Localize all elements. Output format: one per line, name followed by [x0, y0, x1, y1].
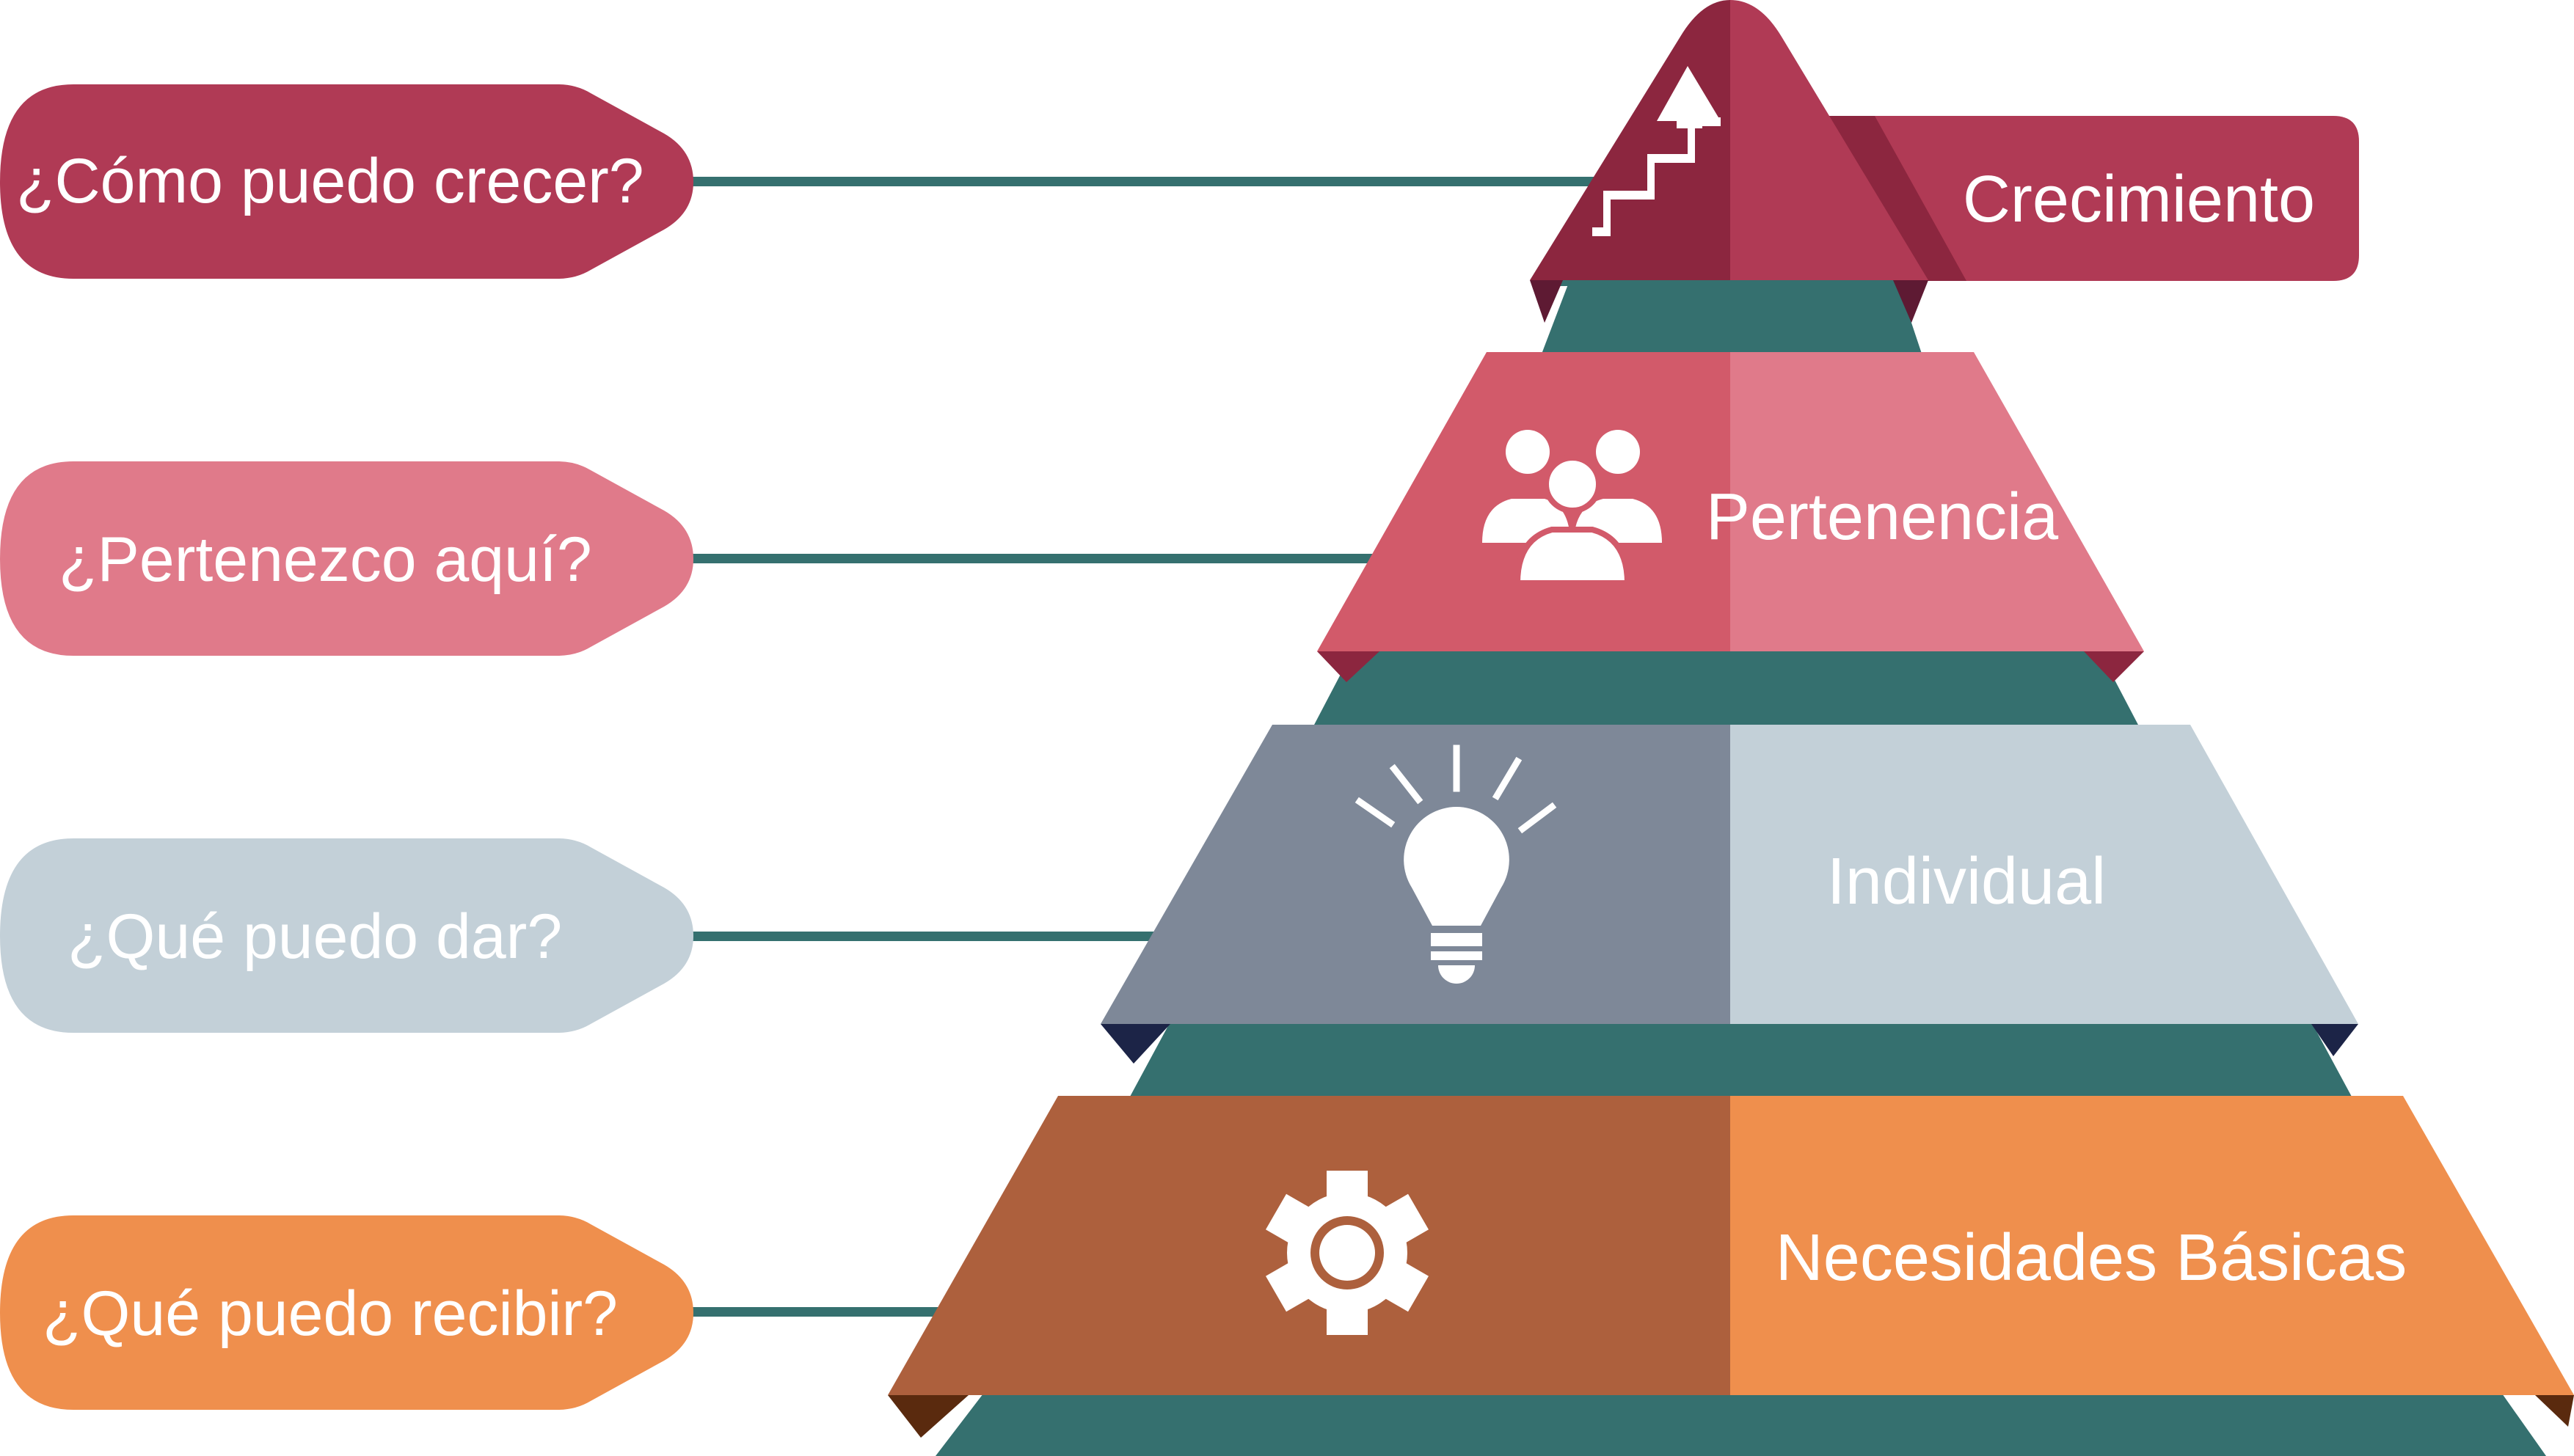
basicas-fold-right [2535, 1395, 2574, 1427]
band-1b [1541, 279, 1922, 356]
connector-lines [690, 177, 1600, 1317]
question-text-individual: ¿Qué puedo dar? [68, 901, 562, 972]
gear-icon [1266, 1171, 1429, 1335]
connector-line-crecimiento [690, 177, 1600, 186]
connector-line-basicas [690, 1307, 954, 1317]
band-4 [936, 1394, 2546, 1456]
crecimiento-tab-fold [1827, 116, 1966, 281]
level-pertenencia [1317, 352, 2144, 682]
question-text-crecimiento: ¿Cómo puedo crecer? [16, 146, 644, 216]
pertenencia-fold-left [1317, 651, 1379, 682]
pertenencia-fold-right [2084, 651, 2144, 682]
crecimiento-triangle-left [1530, 0, 1730, 280]
level-labels: Crecimiento Pertenencia Individual Neces… [1706, 163, 2407, 1295]
band-2 [1313, 649, 2139, 726]
level-basicas [888, 1096, 2574, 1438]
level-crecimiento [1530, 0, 2359, 323]
question-callout-pertenencia [0, 461, 693, 656]
individual-fold-right [2311, 1024, 2358, 1056]
lightbulb-icon [1355, 745, 1557, 984]
question-text-pertenencia: ¿Pertenezco aquí? [59, 524, 592, 595]
level-label-individual: Individual [1827, 845, 2106, 918]
crecimiento-fold-left [1530, 280, 1563, 323]
band-3 [1130, 1022, 2352, 1097]
question-callout-basicas [0, 1215, 693, 1410]
stairs-arrow-icon [1592, 66, 1721, 236]
level-label-basicas: Necesidades Básicas [1776, 1221, 2407, 1295]
question-callout-individual [0, 838, 693, 1033]
level-label-pertenencia: Pertenencia [1706, 480, 2059, 554]
crecimiento-label-tab [1827, 116, 2359, 281]
individual-right [1730, 725, 2358, 1024]
level-individual [1101, 725, 2358, 1064]
connector-line-pertenencia [690, 554, 1379, 563]
people-group-icon [1482, 430, 1662, 586]
question-callout-crecimiento [0, 84, 693, 279]
pyramid-back-bands [936, 279, 2546, 1456]
basicas-right [1730, 1096, 2574, 1395]
individual-fold-left [1101, 1024, 1170, 1064]
basicas-fold-left [888, 1395, 969, 1438]
crecimiento-triangle-right [1730, 0, 1928, 280]
question-text-basicas: ¿Qué puedo recibir? [43, 1278, 618, 1349]
level-label-crecimiento: Crecimiento [1963, 163, 2315, 236]
pertenencia-right [1730, 352, 2144, 651]
question-callouts: ¿Cómo puedo crecer? ¿Pertenezco aquí? ¿Q… [0, 84, 693, 1410]
connector-line-individual [690, 932, 1167, 941]
crecimiento-fold-right [1893, 280, 1928, 323]
